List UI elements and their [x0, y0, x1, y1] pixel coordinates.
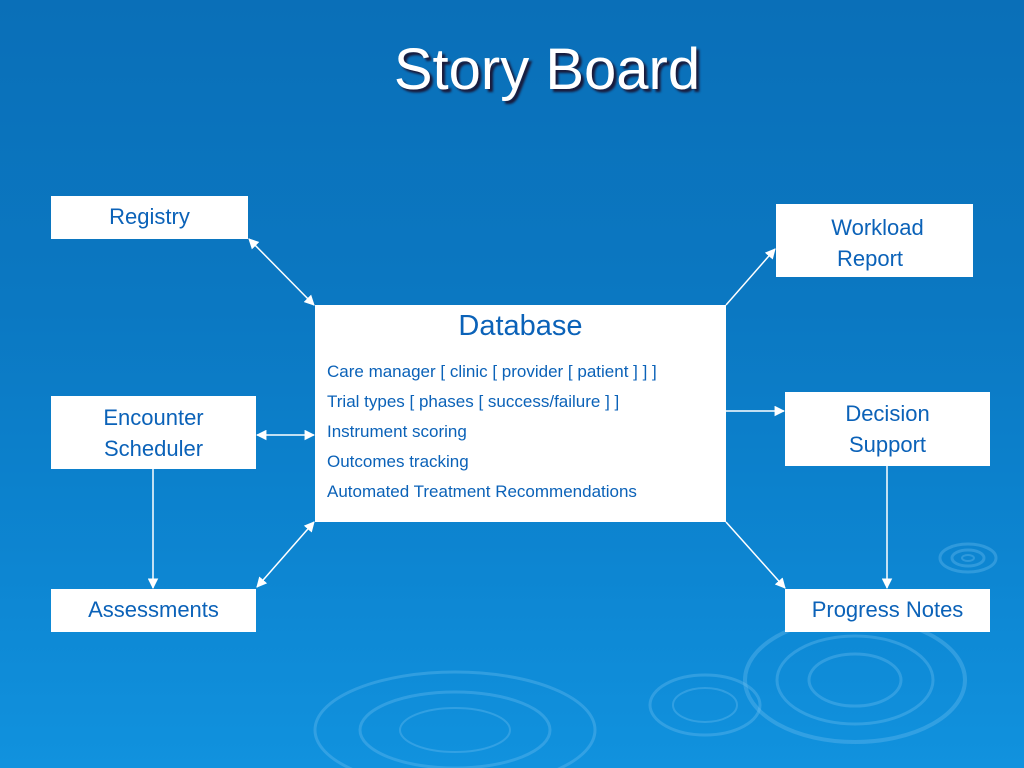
- database-item-list: Care manager [ clinic [ provider [ patie…: [315, 357, 726, 507]
- workload-report-label-line1: Workload: [831, 215, 924, 240]
- progress-notes-label: Progress Notes: [811, 597, 964, 622]
- decision-support-box: Decision Support: [785, 392, 990, 466]
- database-item: Instrument scoring: [327, 422, 467, 441]
- encounter-scheduler-box: Encounter Scheduler: [51, 396, 256, 469]
- edge-assessments-database: [256, 521, 315, 588]
- edge-registry-database: [248, 238, 315, 306]
- database-item: Automated Treatment Recommendations: [327, 482, 637, 501]
- database-box: Database Care manager [ clinic [ provide…: [315, 305, 726, 522]
- edge-database-progress: [725, 521, 786, 589]
- workload-report-box: Workload Report: [776, 204, 973, 277]
- assessments-label: Assessments: [88, 597, 219, 622]
- registry-label: Registry: [109, 204, 190, 229]
- database-title: Database: [458, 310, 583, 342]
- database-item: Trial types [ phases [ success/failure ]…: [327, 392, 620, 411]
- edge-database-workload: [725, 248, 776, 306]
- encounter-scheduler-label-line1: Encounter: [103, 405, 204, 430]
- encounter-scheduler-label-line2: Scheduler: [103, 436, 204, 461]
- progress-notes-box: Progress Notes: [785, 589, 990, 632]
- registry-box: Registry: [51, 196, 248, 239]
- database-item: Outcomes tracking: [327, 452, 469, 471]
- slide-title: Story Board: [393, 37, 701, 102]
- assessments-box: Assessments: [51, 589, 256, 632]
- workload-report-label-line2: Report: [837, 246, 904, 271]
- decision-support-label-line1: Decision: [845, 401, 930, 426]
- decision-support-label-line2: Support: [848, 432, 927, 457]
- database-item: Care manager [ clinic [ provider [ patie…: [327, 362, 657, 381]
